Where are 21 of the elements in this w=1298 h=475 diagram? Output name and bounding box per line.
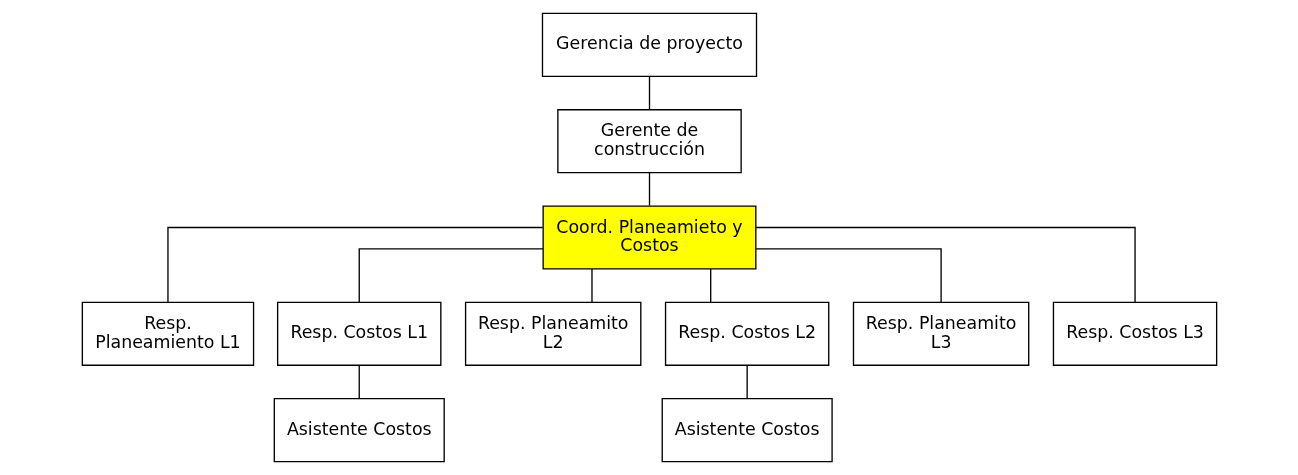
connector (358, 248, 544, 303)
connector (166, 226, 543, 303)
node-box: Gerencia de proyecto (541, 12, 757, 77)
node-box: Gerente de construcción (556, 109, 742, 174)
connector (590, 268, 593, 303)
node-box: Resp. Costos L3 (1052, 301, 1217, 366)
connector (709, 268, 711, 303)
connector (648, 75, 650, 110)
node-box: Resp. Planeamito L3 (852, 301, 1029, 366)
node-box: Asistente Costos (273, 398, 445, 463)
connector (358, 364, 360, 399)
connector (746, 364, 748, 399)
node-box: Resp. Planeamiento L1 (81, 301, 254, 366)
connector (754, 248, 942, 303)
node-box: Resp. Costos L2 (664, 301, 829, 366)
node-box: Coord. Planeamieto y Costos (542, 205, 756, 270)
connector (754, 226, 1136, 303)
node-box: Asistente Costos (661, 398, 833, 463)
connector (648, 172, 650, 207)
node-box: Resp. Planeamito L2 (464, 301, 641, 366)
node-box: Resp. Costos L1 (276, 301, 441, 366)
